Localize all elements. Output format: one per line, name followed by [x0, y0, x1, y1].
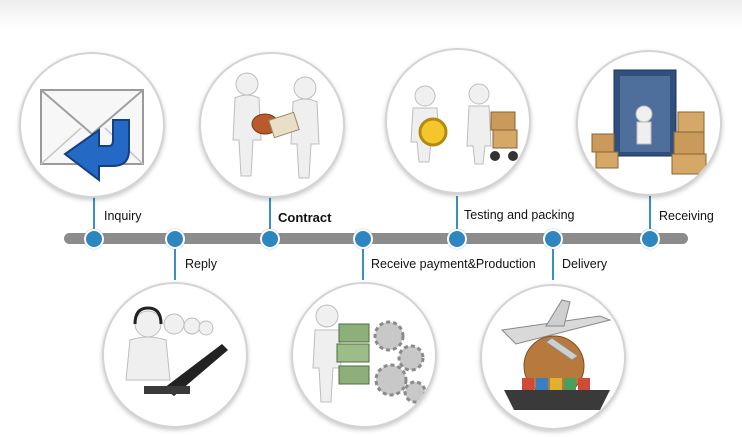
label-inquiry: Inquiry [104, 209, 142, 223]
stem-receiving [649, 196, 651, 238]
airplane-ship-globe-icon [500, 299, 612, 410]
stem-contract [269, 196, 271, 238]
circle-receiving [576, 50, 722, 196]
circle-contract [199, 52, 345, 198]
label-payment: Receive payment&Production [371, 257, 536, 271]
stem-testing [456, 196, 458, 238]
label-reply: Reply [185, 257, 217, 271]
circle-payment [291, 282, 437, 428]
circle-inquiry [19, 52, 165, 198]
container-boxes-icon [591, 69, 707, 175]
circle-delivery [480, 284, 626, 430]
timeline-bar [64, 233, 688, 244]
stem-reply [174, 238, 176, 280]
headset-operators-icon [125, 306, 228, 396]
stem-inquiry [93, 196, 95, 238]
circle-testing [385, 48, 531, 194]
node-delivery [543, 229, 563, 249]
node-contract [260, 229, 280, 249]
node-inquiry [84, 229, 104, 249]
stem-payment [362, 238, 364, 280]
label-delivery: Delivery [562, 257, 608, 271]
node-reply [165, 229, 185, 249]
node-testing [447, 229, 467, 249]
label-contract: Contract [278, 210, 332, 225]
label-receiving: Receiving [659, 209, 714, 223]
circle-reply [102, 282, 248, 428]
handshake-contract-icon [232, 72, 320, 179]
node-payment [353, 229, 373, 249]
envelope-reply-icon [40, 89, 144, 183]
stem-delivery [552, 238, 554, 280]
magnifier-boxes-icon [410, 83, 518, 165]
label-testing: Testing and packing [464, 208, 575, 222]
node-receiving [640, 229, 660, 249]
page-background [0, 0, 742, 30]
money-gears-icon [312, 304, 427, 404]
